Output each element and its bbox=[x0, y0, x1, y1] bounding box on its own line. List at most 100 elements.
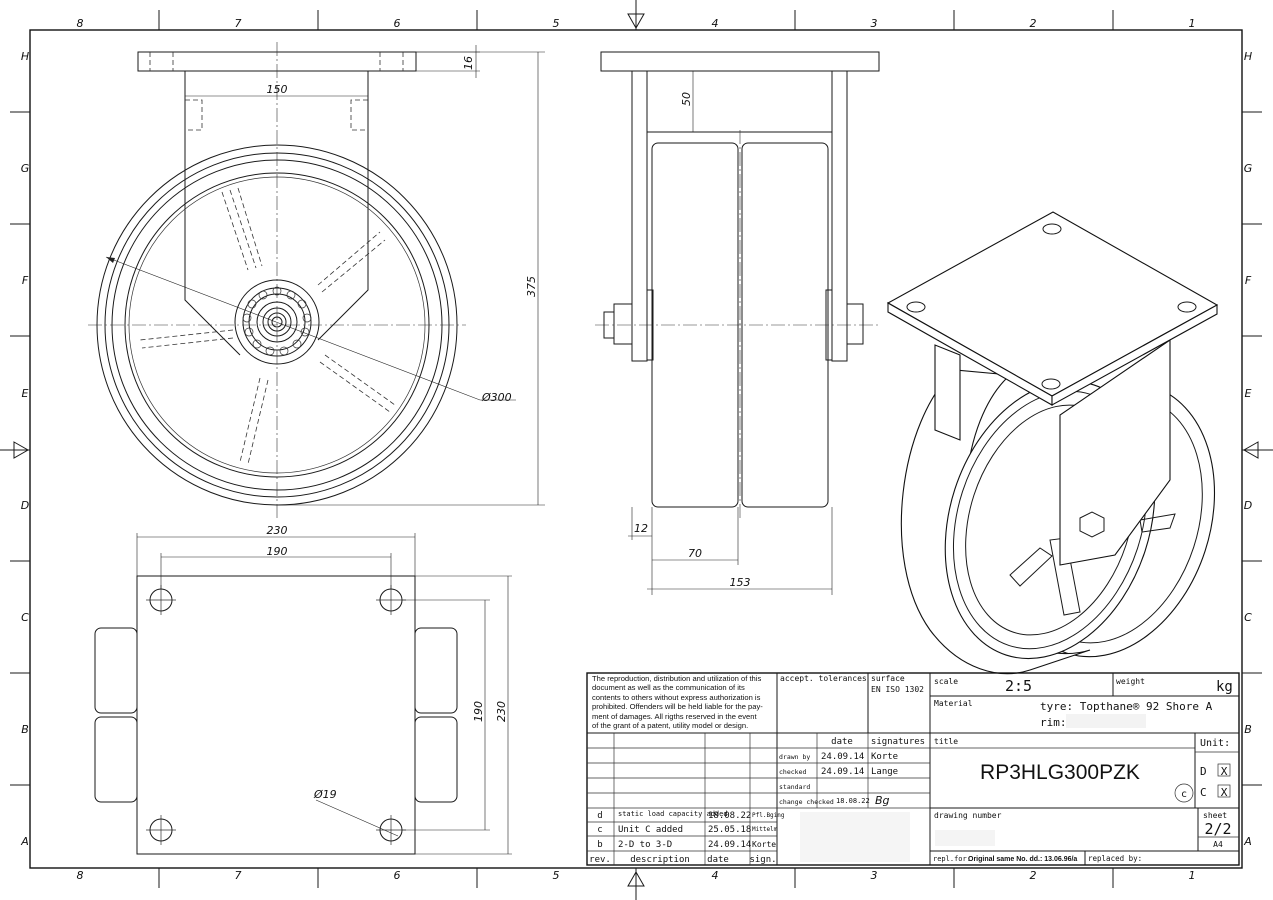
material-label: Material bbox=[934, 699, 973, 708]
side-top-plate bbox=[600, 51, 880, 72]
copyright-line: document as well as the communication of… bbox=[592, 683, 745, 692]
isometric-view bbox=[886, 211, 1219, 675]
col-label: 4 bbox=[712, 869, 719, 882]
axle-nut bbox=[846, 303, 864, 345]
copyright-line: The reproduction, distribution and utili… bbox=[592, 674, 761, 683]
copyright-line: prohibited. Offenders will be held liabl… bbox=[592, 702, 763, 711]
revision-description: 2-D to 3-D bbox=[618, 840, 672, 850]
col-label: 7 bbox=[235, 17, 242, 30]
col-label: 4 bbox=[712, 17, 719, 30]
change-checked-date: 18.08.22 bbox=[836, 797, 870, 805]
material-tyre: tyre: Topthane® 92 Shore A bbox=[1040, 700, 1213, 713]
fork-bracket bbox=[184, 71, 369, 356]
row-label: B bbox=[1244, 723, 1252, 736]
dim-wheel-diameter: Ø300 bbox=[481, 391, 512, 404]
repl-for-label: repl.for: bbox=[933, 855, 971, 863]
row-label: F bbox=[22, 274, 29, 287]
title-label: title bbox=[934, 737, 958, 746]
surface-value: EN ISO 1302 bbox=[871, 685, 924, 694]
replaced-by-label: replaced by: bbox=[1088, 854, 1142, 863]
dim-plate-outer: 230 bbox=[267, 524, 288, 537]
row-label: B bbox=[21, 723, 29, 736]
dim-plate-height: 230 bbox=[495, 701, 508, 722]
top-view: 230 190 190 230 Ø19 bbox=[94, 524, 512, 855]
revision-description: Unit C added bbox=[618, 825, 683, 835]
center-mark-right bbox=[1242, 441, 1273, 459]
unit-label: Unit: bbox=[1200, 738, 1230, 749]
revision-sign: Mittelm bbox=[752, 826, 778, 833]
revision-id: d bbox=[597, 811, 602, 821]
drawing-title: RP3HLG300PZK bbox=[980, 761, 1140, 784]
front-view: Ø300 150 16 375 bbox=[88, 42, 545, 520]
repl-for-value: Original same No. dd.: 13.06.96/a bbox=[968, 856, 1077, 863]
copyright-line: contents to others without express autho… bbox=[592, 693, 761, 702]
side-view: 50 12 70 153 bbox=[595, 51, 880, 595]
col-label: 3 bbox=[871, 869, 878, 882]
revision-id: b bbox=[597, 840, 602, 850]
checked-label: checked bbox=[779, 768, 806, 776]
col-label: 8 bbox=[77, 869, 84, 882]
scale-value: 2:5 bbox=[1005, 677, 1032, 695]
col-label: 7 bbox=[235, 869, 242, 882]
dim-plate-holes-x: 190 bbox=[267, 545, 288, 558]
row-label: E bbox=[22, 387, 29, 400]
date-col-header: date bbox=[831, 737, 853, 747]
col-label: 1 bbox=[1189, 869, 1196, 882]
revision-id: c bbox=[597, 825, 602, 835]
center-mark-bottom bbox=[627, 868, 645, 900]
surface-label: surface bbox=[871, 674, 905, 683]
row-label: D bbox=[1244, 499, 1252, 512]
change-checked-signature: Bg bbox=[875, 794, 890, 807]
checked-name: Lange bbox=[871, 767, 898, 777]
row-label: C bbox=[21, 611, 29, 624]
row-label: D bbox=[21, 499, 29, 512]
row-label: F bbox=[1245, 274, 1252, 287]
col-label: 2 bbox=[1030, 869, 1037, 882]
title-block: The reproduction, distribution and utili… bbox=[586, 672, 1240, 866]
signatures-header: signatures bbox=[871, 737, 925, 747]
weight-label: weight bbox=[1116, 677, 1145, 686]
copyright-line: ment of damages. All rigths reserved in … bbox=[592, 712, 758, 721]
drawn-by-label: drawn by bbox=[779, 753, 810, 761]
weight-unit: kg bbox=[1216, 679, 1233, 695]
revision-date: 18.08.22 bbox=[708, 811, 751, 821]
dim-inner-width: 150 bbox=[267, 83, 288, 96]
revision-date: 24.09.14 bbox=[708, 840, 751, 850]
dim-bracket-top: 50 bbox=[680, 92, 693, 106]
col-label: 5 bbox=[553, 869, 560, 882]
revision-sign: Korte bbox=[752, 840, 776, 849]
col-label: 2 bbox=[1030, 17, 1037, 30]
row-label: H bbox=[21, 50, 29, 63]
row-label: G bbox=[21, 162, 30, 175]
revision-sign: Pfl.Bging bbox=[752, 812, 785, 819]
unit-c-checkbox: X bbox=[1221, 786, 1228, 799]
revision-description: static load capacity added bbox=[618, 810, 728, 818]
drawn-by-name: Korte bbox=[871, 752, 898, 762]
standard-label: standard bbox=[779, 783, 810, 791]
checked-date: 24.09.14 bbox=[821, 767, 864, 777]
change-checked-label: change checked bbox=[779, 798, 834, 806]
unit-d: D bbox=[1200, 765, 1207, 778]
col-label: 3 bbox=[871, 17, 878, 30]
rev-header: rev. bbox=[589, 855, 611, 865]
side-leg-right bbox=[831, 70, 848, 362]
date-header: date bbox=[707, 855, 729, 865]
copyright-line: of the grant of a patent, utility model … bbox=[592, 721, 748, 730]
center-mark-top bbox=[627, 0, 645, 30]
row-label: A bbox=[1243, 835, 1252, 848]
dim-offset: 12 bbox=[634, 522, 648, 535]
dim-wheel-width: 70 bbox=[688, 547, 702, 560]
paper-format: A4 bbox=[1213, 840, 1223, 849]
col-label: 6 bbox=[394, 869, 401, 882]
unit-c: C bbox=[1200, 786, 1207, 799]
scale-label: scale bbox=[934, 677, 958, 686]
sign-header: sign. bbox=[749, 855, 776, 865]
row-label: E bbox=[1245, 387, 1252, 400]
description-header: description bbox=[630, 855, 690, 865]
dim-height: 375 bbox=[525, 276, 538, 297]
side-leg-left bbox=[631, 70, 648, 362]
mounting-plate bbox=[136, 575, 416, 855]
revision-date: 25.05.18 bbox=[708, 825, 751, 835]
